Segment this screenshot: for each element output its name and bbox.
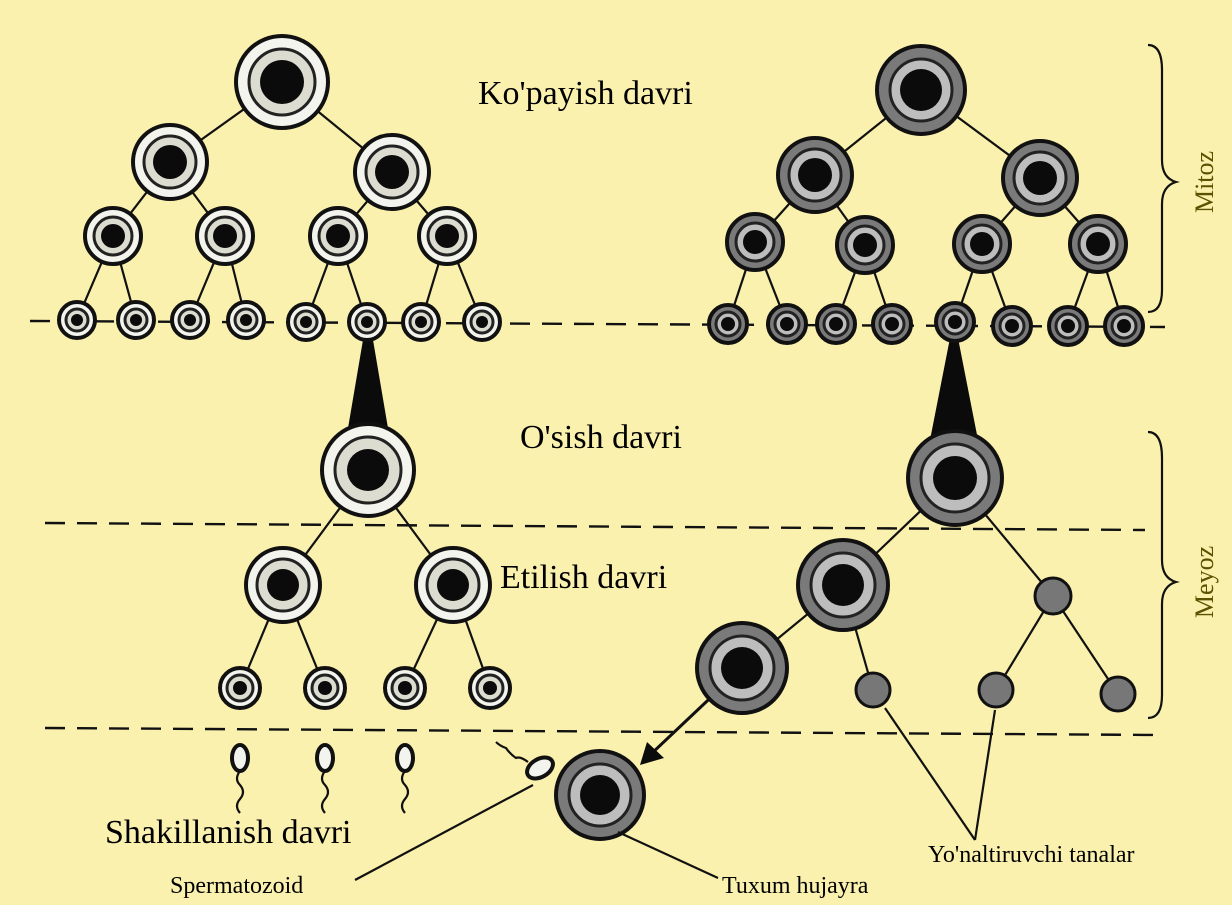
separator-line-1 [29,319,1166,329]
sperm-cells [230,741,555,814]
separator-line-2 [44,521,1146,532]
polar-body [1099,675,1137,713]
male-growth-wedge [346,334,390,440]
stage-label-growth: O'sish davri [520,419,682,456]
male-cells [57,34,512,710]
female-cells [554,44,1145,841]
sperm-label: Spermatozoid [170,873,303,899]
polar-body [977,671,1015,709]
female-growth-wedge [930,338,978,440]
polar-body [1033,576,1073,616]
sperm-icon [230,743,250,814]
sperm-icon [495,741,555,781]
mitosis-label: Mitoz [1190,151,1219,213]
separator-line-3 [44,726,1161,737]
stage-label-formation: Shakillanish davri [105,814,351,851]
arrowhead-icon [640,742,664,765]
polar-body [854,671,892,709]
mitosis-bracket [1147,43,1180,314]
meiosis-label: Meyoz [1190,546,1219,618]
polar-bodies-label: Yo'naltiruvchi tanalar [928,842,1135,868]
stage-label-reproduction: Ko'payish davri [478,75,693,112]
sperm-icon [315,743,335,814]
meiosis-bracket [1147,430,1180,720]
stage-label-maturation: Etilish davri [500,559,667,596]
sperm-icon [395,743,415,814]
egg-label: Tuxum hujayra [722,873,869,899]
pointer-lines [354,707,997,881]
